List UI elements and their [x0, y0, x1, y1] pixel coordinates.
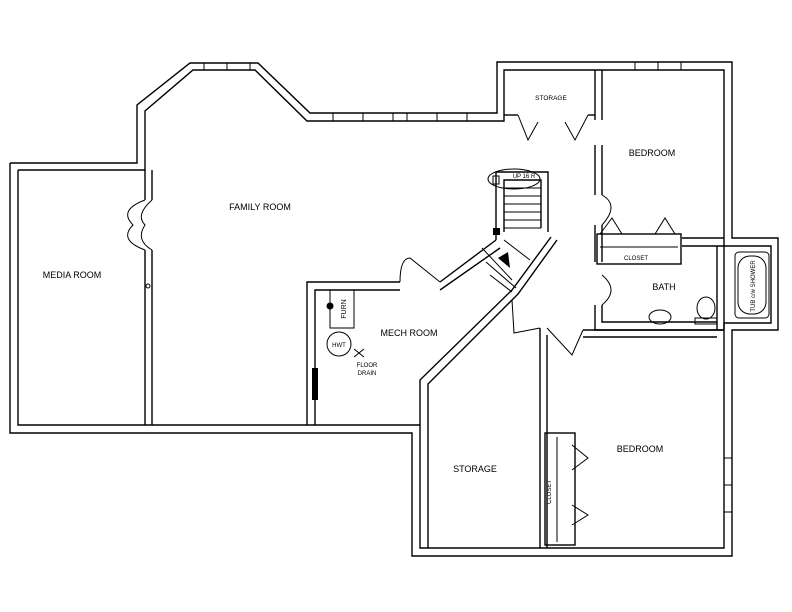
room-label-bedroom-top: BEDROOM [629, 148, 676, 158]
room-label-mech-room: MECH ROOM [381, 328, 438, 338]
interior-walls [144, 70, 725, 548]
mech-fixtures [326, 289, 365, 358]
room-label-bath: BATH [652, 282, 675, 292]
room-label-family-room: FAMILY ROOM [229, 202, 291, 212]
floor-drain-label-1: FLOOR [357, 363, 378, 369]
furnace-label: FURN [341, 299, 348, 318]
room-label-storage-bottom: STORAGE [453, 464, 497, 474]
stair [481, 168, 541, 293]
bath-fixtures [648, 251, 770, 325]
windows [203, 61, 733, 513]
stair-label: UP 16 R [513, 174, 536, 180]
exterior-wall-outer [9, 61, 779, 557]
room-label-storage-top: STORAGE [535, 95, 567, 102]
closet-label-top: CLOSET [624, 256, 648, 262]
closet-label-bottom: CLOSET [547, 480, 553, 504]
tub-label: TUB c/w SHOWER [751, 260, 757, 312]
room-label-media-room: MEDIA ROOM [43, 270, 102, 280]
water-heater-label: HWT [332, 343, 346, 349]
doors [127, 114, 676, 526]
floor-drain-label-2: DRAIN [358, 371, 377, 377]
room-label-bedroom-bottom: BEDROOM [617, 444, 664, 454]
exterior-wall-inner [17, 69, 772, 549]
